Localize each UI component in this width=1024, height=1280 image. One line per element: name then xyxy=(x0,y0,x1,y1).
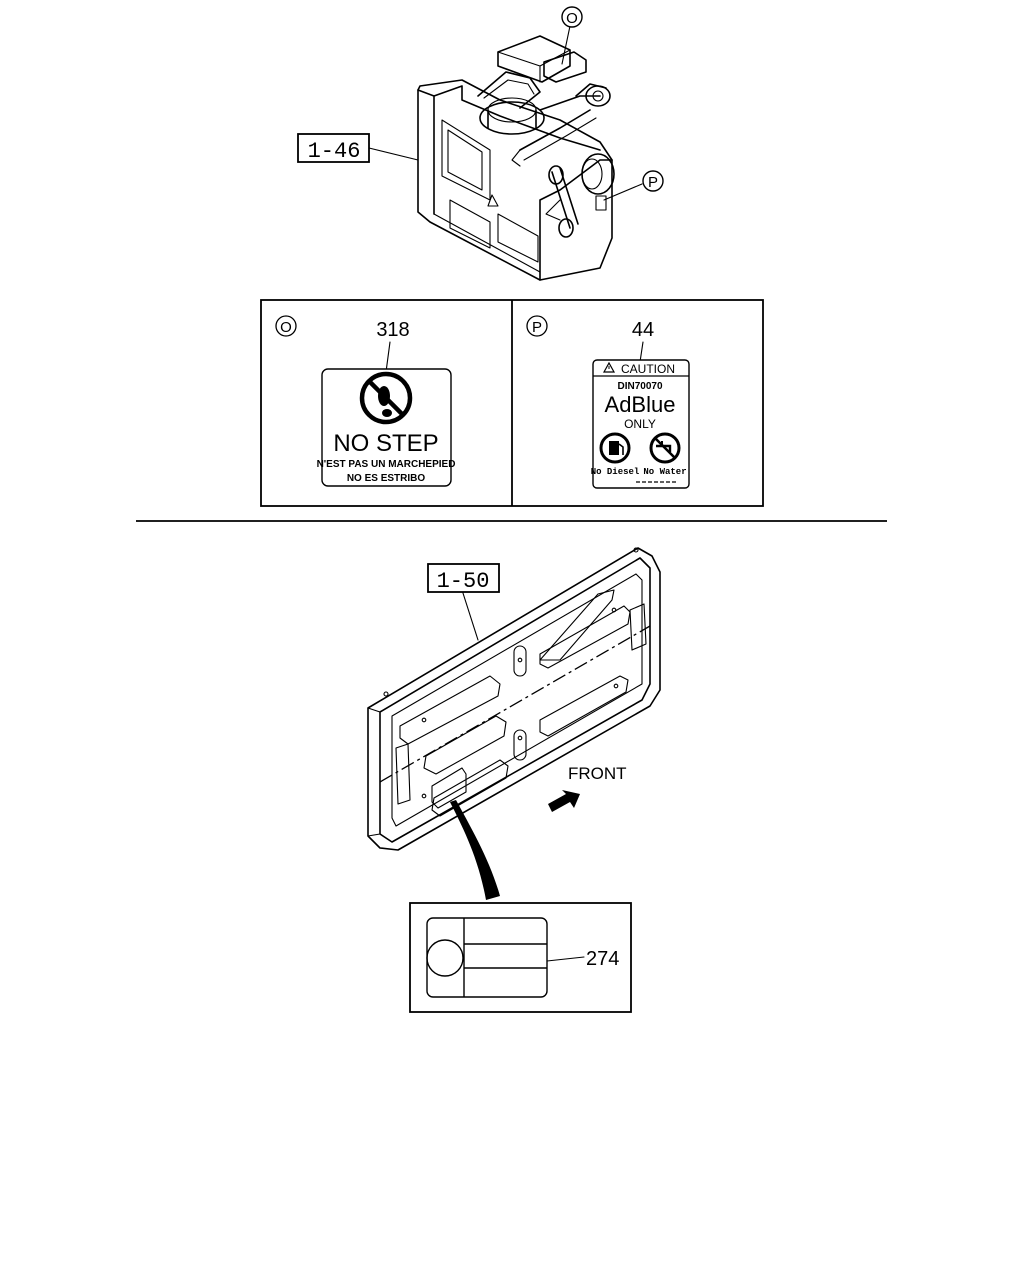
adblue-product: AdBlue xyxy=(605,392,676,417)
callout-p-top: P xyxy=(603,170,664,201)
front-arrow-icon xyxy=(548,790,580,812)
no-water-faucet-icon xyxy=(649,432,681,464)
marker-o-top: O xyxy=(566,10,578,27)
no-step-prohibition-icon xyxy=(359,371,413,425)
plate-part-number: 274 xyxy=(586,948,619,970)
panel-p-marker: P xyxy=(532,319,542,336)
callout-tank-part: 1-46 xyxy=(297,133,419,164)
caution-header: CAUTION xyxy=(621,362,675,376)
callout-tray-part: 1-50 xyxy=(427,563,500,641)
no-step-french: N'EST PAS UN MARCHEPIED xyxy=(317,459,456,470)
identification-plate xyxy=(426,917,548,998)
tank-part-number: 1-46 xyxy=(308,139,361,164)
callout-o-top: O xyxy=(561,6,583,65)
adblue-label xyxy=(592,359,690,489)
adblue-only: ONLY xyxy=(624,417,656,431)
panel-p-part-number: 44 xyxy=(632,319,654,341)
tray-illustration xyxy=(367,547,661,900)
no-water-caption: No Water xyxy=(643,467,686,477)
front-indicator: FRONT xyxy=(548,764,627,812)
no-step-spanish: NO ES ESTRIBO xyxy=(347,473,426,484)
tank-illustration xyxy=(417,35,615,281)
panel-o: O 318 NO STEP N'EST PAS UN MARCHEPIED NO… xyxy=(275,315,456,487)
no-diesel-caption: No Diesel xyxy=(591,467,640,477)
plate-detail: 274 xyxy=(409,902,632,1013)
caution-triangle-icon xyxy=(602,361,616,373)
no-diesel-pump-icon xyxy=(599,432,631,464)
front-label: FRONT xyxy=(568,764,627,783)
din-code: DIN70070 xyxy=(617,381,662,392)
no-step-title: NO STEP xyxy=(333,430,438,457)
no-step-label xyxy=(321,368,452,487)
tray-part-number: 1-50 xyxy=(437,569,490,594)
panel-o-part-number: 318 xyxy=(376,319,409,341)
panel-p: P 44 CAUTION DIN70070 AdBlue ONLY No Die… xyxy=(526,315,690,489)
marker-p-top: P xyxy=(648,174,658,191)
panel-o-marker: O xyxy=(280,319,292,336)
